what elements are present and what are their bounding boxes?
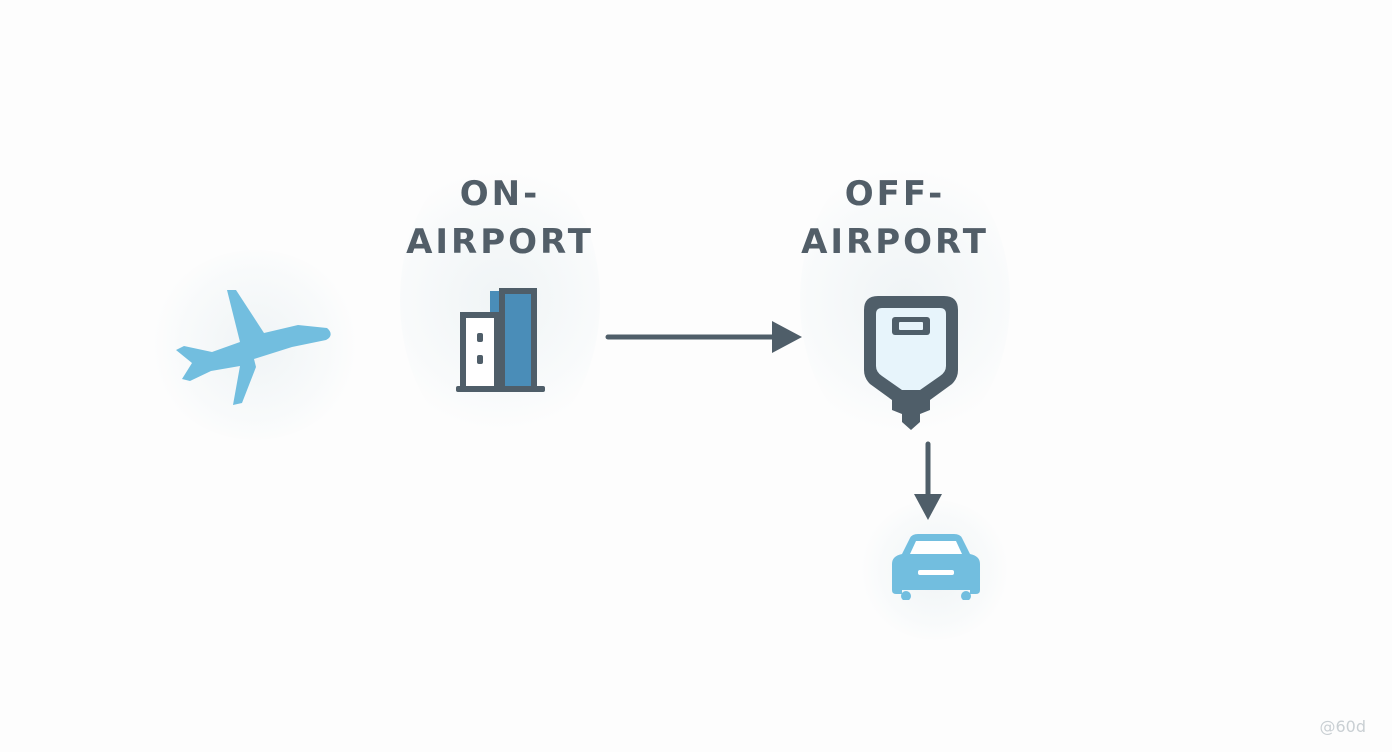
building-icon xyxy=(456,288,545,392)
airplane-icon xyxy=(176,290,331,405)
watermark: @60d xyxy=(1319,717,1366,736)
car-icon xyxy=(892,534,980,600)
off-airport-label-line2: AIRPORT xyxy=(801,222,989,262)
off-airport-label-line1: OFF- xyxy=(844,174,946,214)
vertical-arrow xyxy=(914,441,942,520)
off-airport-label: OFF- AIRPORT xyxy=(765,170,1025,266)
key-fob-icon xyxy=(864,296,958,430)
horizontal-arrow xyxy=(605,321,802,353)
on-airport-label: ON- AIRPORT xyxy=(370,170,630,266)
on-airport-label-line1: ON- xyxy=(459,174,541,214)
on-airport-label-line2: AIRPORT xyxy=(406,222,594,262)
